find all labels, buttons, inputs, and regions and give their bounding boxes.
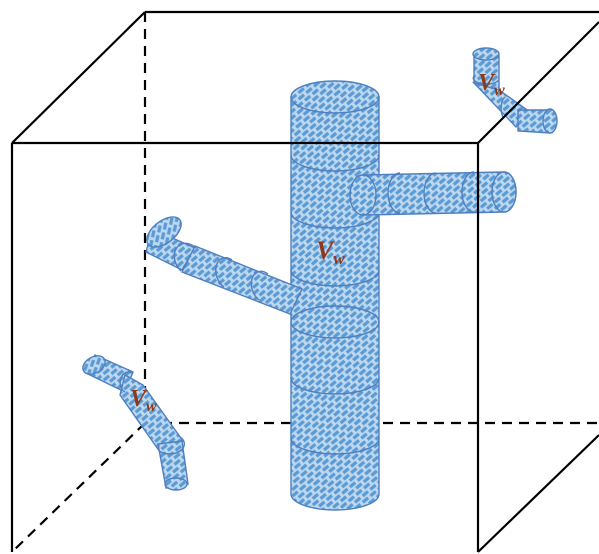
left-branch-segment	[181, 245, 303, 315]
left-branch-seam	[250, 270, 269, 301]
right-branch-seam	[461, 171, 475, 213]
left-volume-label: Vw	[130, 386, 157, 415]
trunk-seam	[290, 269, 380, 287]
left-branch-seam	[215, 256, 233, 288]
top-right-seam	[500, 96, 506, 118]
right-branch-pore	[349, 171, 517, 216]
edge-bottom-right-diagonal	[477, 434, 599, 553]
lower-left-end-cap	[82, 355, 106, 375]
trunk-seam	[290, 211, 380, 229]
edge-top-left-diagonal	[11, 11, 146, 144]
lower-left-seam	[119, 371, 133, 393]
edge-top-right-diagonal	[477, 21, 599, 144]
cube-visible-edges	[10, 10, 599, 553]
lower-left-bottom-cap	[164, 477, 188, 491]
trunk-body	[290, 96, 380, 511]
right-branch-end-cap	[491, 171, 517, 213]
top-right-small-pore	[471, 47, 558, 134]
top-right-volume-label: Vw	[478, 70, 505, 99]
lower-left-seam	[158, 436, 186, 455]
pore-tubes	[82, 47, 558, 511]
lower-left-bottom-segment	[157, 440, 189, 489]
trunk-seam	[290, 377, 380, 395]
left-branch-end-cap	[146, 216, 182, 248]
trunk-top-cap	[290, 80, 380, 114]
top-right-seam	[472, 75, 500, 85]
left-branch-seam	[173, 242, 197, 272]
right-branch-seam	[387, 172, 401, 214]
trunk-volume-label: Vw	[316, 236, 345, 268]
trunk-ring	[290, 305, 380, 339]
lower-left-small-pore	[82, 354, 189, 491]
top-right-top-cap	[472, 47, 500, 61]
trunk-seam	[290, 437, 380, 455]
trunk-seam	[290, 154, 380, 172]
right-branch-seam	[423, 172, 437, 214]
vertical-trunk-pore	[290, 80, 380, 511]
left-branch-pore	[145, 216, 303, 315]
hidden-edge-bottom-left-diagonal	[11, 422, 146, 553]
right-branch-joint	[349, 174, 377, 216]
top-right-end-cap	[542, 108, 558, 134]
